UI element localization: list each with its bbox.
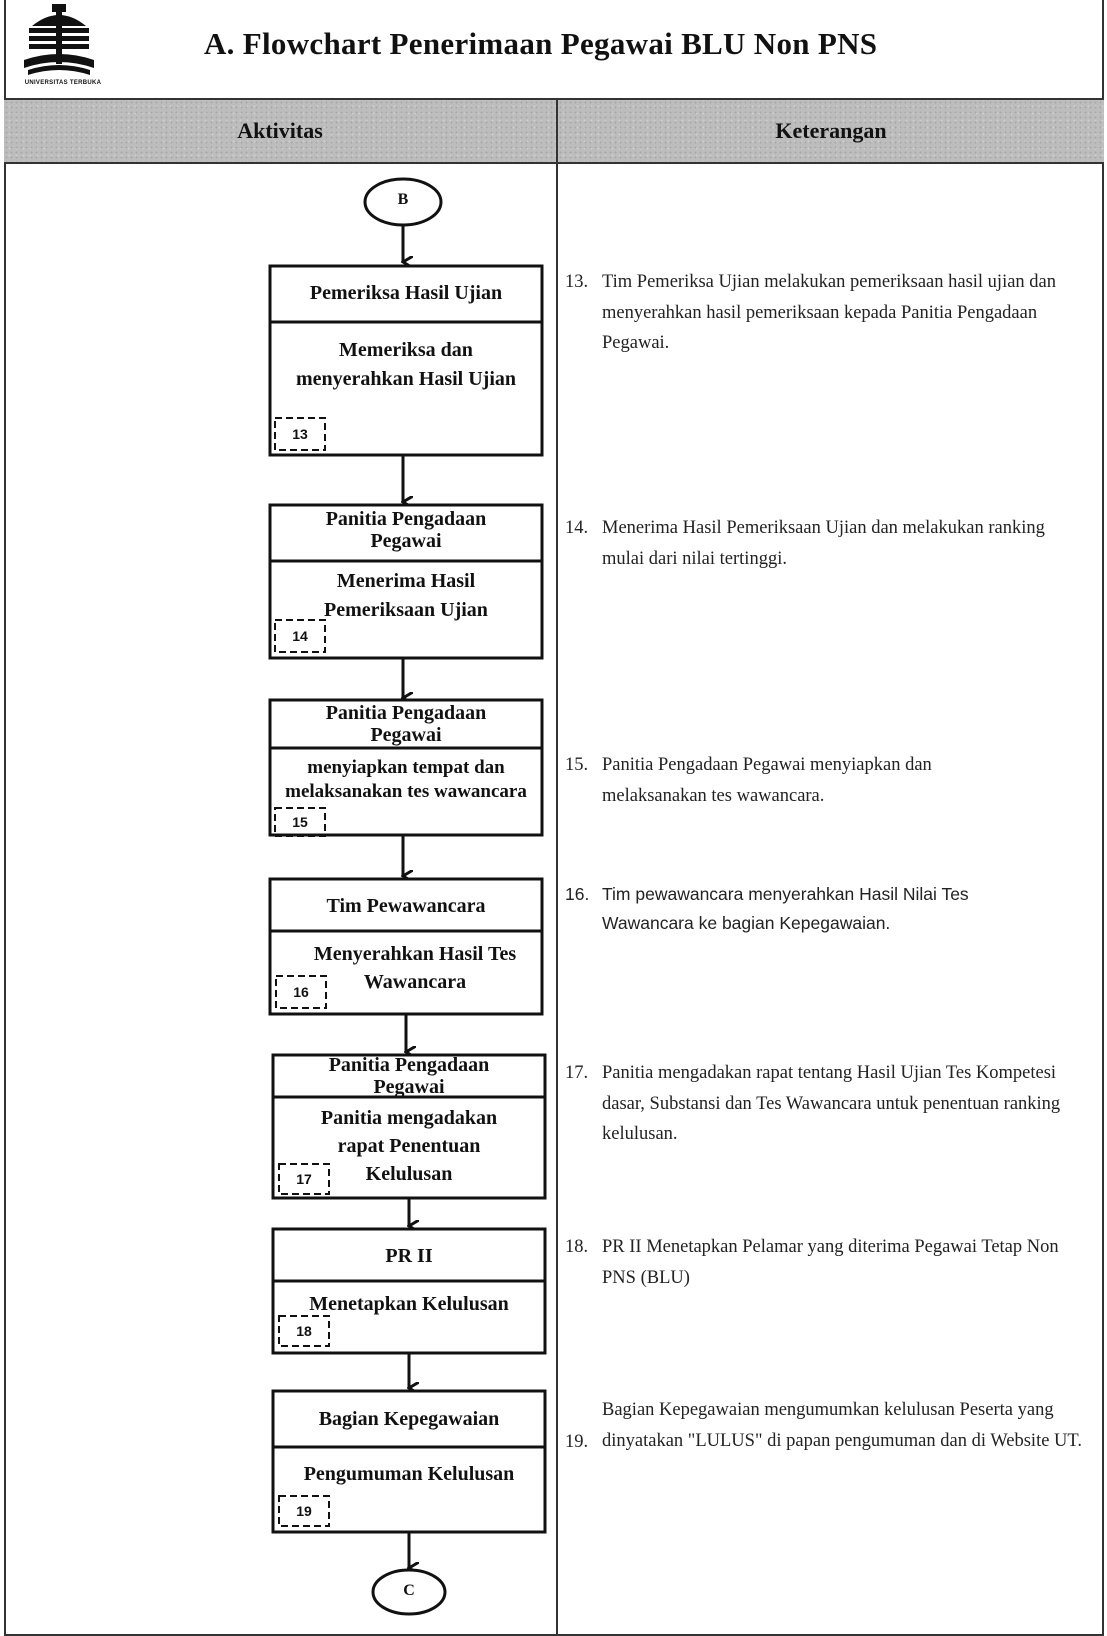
actor-label: PR II: [385, 1245, 433, 1267]
actor-label: Panitia Pengadaan Pegawai: [325, 508, 487, 552]
note-text: Tim pewawancara menyerahkan Hasil Nilai …: [602, 884, 969, 933]
note-number: 19.: [565, 1432, 589, 1452]
logo-text: UNIVERSITAS TERBUKA: [24, 80, 102, 86]
note-number: 13.: [565, 272, 589, 292]
activity-label: Menerima Hasil Pemeriksaan Ujian: [324, 570, 488, 621]
actor-box-16: [268, 877, 544, 933]
actor-label: Panitia Pengadaan Pegawai: [328, 1054, 490, 1098]
activity-label: menyiapkan tempat dan melaksanakan tes w…: [285, 757, 527, 803]
note-number: 14.: [565, 518, 589, 538]
universitas-terbuka-logo: [24, 4, 94, 75]
actor-label: Tim Pewawancara: [326, 895, 486, 917]
end-connector: [371, 1568, 447, 1616]
note-19: 19. Bagian Kepegawaian mengumumkan kelul…: [565, 1395, 1105, 1456]
note-text: Panitia Pengadaan Pegawai menyiapkan dan…: [602, 755, 932, 806]
note-text: Tim Pemeriksa Ujian melakukan pemeriksaa…: [602, 272, 1057, 354]
step-marker-18: [278, 1315, 330, 1347]
actor-box-14: [268, 503, 544, 563]
note-15: 15. Panitia Pengadaan Pegawai menyiapkan…: [565, 750, 1105, 811]
note-number: 15.: [565, 755, 589, 775]
note-number: 17.: [565, 1063, 589, 1083]
step-marker-13: [274, 417, 326, 451]
note-13: 13. Tim Pemeriksa Ujian melakukan pemeri…: [565, 267, 1105, 359]
column-divider: [556, 164, 558, 1636]
activity-box-15: [268, 746, 544, 837]
actor-label: Pemeriksa Hasil Ujian: [309, 282, 503, 304]
activity-label: Menyerahkan Hasil Tes Wawancara: [313, 943, 517, 993]
step-number: 17: [296, 1171, 312, 1187]
note-number: 18.: [565, 1237, 589, 1257]
activity-box-13: [268, 320, 544, 457]
page-frame: [4, 0, 1104, 1636]
step-number: 14: [292, 628, 308, 644]
note-text: Panitia mengadakan rapat tentang Hasil U…: [602, 1063, 1061, 1145]
activity-box-19: [271, 1445, 547, 1534]
activity-label: Pengumuman Kelulusan: [303, 1463, 515, 1485]
actor-label: Panitia Pengadaan Pegawai: [325, 702, 487, 746]
note-text: Bagian Kepegawaian mengumumkan kelulusan…: [602, 1400, 1082, 1451]
column-header-aktivitas: Aktivitas: [4, 100, 558, 164]
actor-box-15: [268, 698, 544, 750]
step-marker-15: [274, 807, 326, 837]
step-marker-14: [274, 619, 326, 653]
actor-box-19: [271, 1389, 547, 1449]
column-header-keterangan: Keterangan: [558, 100, 1104, 164]
activity-label: Panitia mengadakan rapat Penentuan Kelul…: [320, 1107, 498, 1185]
step-number: 15: [292, 814, 308, 830]
note-17: 17. Panitia mengadakan rapat tentang Has…: [565, 1058, 1105, 1150]
note-text: Menerima Hasil Pemeriksaan Ujian dan mel…: [602, 518, 1045, 569]
note-number: 16.: [565, 884, 590, 904]
step-marker-16: [275, 975, 327, 1009]
start-connector-label: B: [397, 191, 409, 208]
activity-label: Memeriksa dan menyerahkan Hasil Ujian: [295, 339, 517, 390]
header: UNIVERSITAS TERBUKA A. Flowchart Penerim…: [4, 0, 1104, 100]
end-connector-label: C: [403, 1582, 415, 1599]
actor-label: Bagian Kepegawaian: [318, 1408, 500, 1430]
activity-box-16: [268, 929, 544, 1016]
step-number: 16: [293, 984, 309, 1000]
note-16: 16. Tim pewawancara menyerahkan Hasil Ni…: [565, 880, 1105, 938]
step-number: 18: [296, 1323, 312, 1339]
step-marker-17: [278, 1163, 330, 1195]
activity-label: Menetapkan Kelulusan: [309, 1293, 509, 1315]
note-14: 14. Menerima Hasil Pemeriksaan Ujian dan…: [565, 513, 1105, 574]
note-text: PR II Menetapkan Pelamar yang diterima P…: [602, 1237, 1059, 1288]
step-number: 19: [296, 1503, 312, 1519]
step-marker-19: [278, 1495, 330, 1527]
activity-box-14: [268, 559, 544, 660]
actor-box-17: [271, 1053, 547, 1099]
step-number: 13: [292, 426, 308, 442]
note-18: 18. PR II Menetapkan Pelamar yang diteri…: [565, 1232, 1105, 1293]
actor-box-13: [268, 264, 544, 324]
page-title: A. Flowchart Penerimaan Pegawai BLU Non …: [204, 26, 878, 61]
